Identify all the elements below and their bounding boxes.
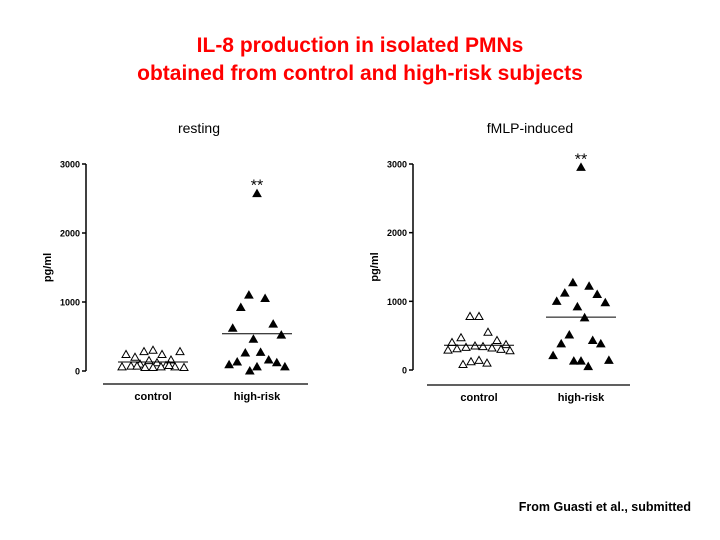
data-point-high-risk [584,281,594,290]
y-tick-label: 0 [75,367,80,377]
data-point-control [458,359,468,369]
y-axis-label: pg/ml [42,253,54,282]
title-line-2: obtained from control and high-risk subj… [137,62,583,85]
data-point-control [164,360,174,369]
data-point-high-risk [600,297,611,307]
title-line-1: IL-8 production in isolated PMNs [196,34,524,57]
data-point-high-risk [252,361,262,371]
data-point-control [474,355,484,364]
data-point-high-risk [592,289,603,298]
y-tick-label: 1000 [60,298,80,308]
data-point-control [175,346,185,356]
data-point-high-risk [244,365,255,375]
data-point-control [505,345,515,355]
data-point-control [465,311,475,320]
data-point-control [121,349,131,358]
citation: From Guasti et al., submitted [518,500,691,514]
significance-annotation: ** [575,151,587,168]
data-point-control [117,361,127,371]
data-point-high-risk [235,302,246,312]
data-point-high-risk [263,354,274,364]
x-tick-label: control [460,392,497,404]
significance-annotation: ** [251,178,263,195]
data-point-high-risk [260,293,270,303]
data-point-control [156,361,166,371]
y-tick-label: 3000 [387,160,407,170]
data-point-high-risk [224,359,234,369]
data-point-high-risk [576,162,586,171]
y-tick-label: 1000 [387,297,407,307]
data-point-high-risk [572,301,583,311]
x-tick-label: control [134,391,171,403]
data-point-high-risk [587,335,598,344]
y-axis-label: pg/ml [369,252,381,281]
y-tick-label: 2000 [60,229,80,239]
data-point-high-risk [604,355,614,364]
data-point-high-risk [568,356,579,365]
data-point-control [487,343,497,352]
data-point-control [130,352,140,361]
data-point-control [144,355,154,365]
data-point-high-risk [240,348,251,357]
data-point-high-risk [244,290,254,299]
data-point-control [139,346,149,356]
data-point-control [447,337,457,347]
x-tick-label: high-risk [558,392,605,404]
data-point-high-risk [595,338,606,348]
data-point-control [126,361,136,370]
data-point-control [474,311,484,320]
data-point-control [478,341,488,351]
data-point-control [157,349,167,358]
data-point-control [492,335,502,344]
data-point-high-risk [276,330,287,339]
data-point-control [140,362,150,372]
data-point-high-risk [248,334,259,343]
data-point-control [443,345,453,354]
x-tick-label: high-risk [234,391,281,403]
data-point-control [482,358,492,367]
data-point-control [501,339,511,349]
data-point-high-risk [559,288,570,297]
data-point-high-risk [271,357,282,367]
data-point-control [148,362,158,372]
data-point-control [456,332,466,342]
y-tick-label: 3000 [60,160,80,170]
data-point-high-risk [252,188,262,198]
data-point-high-risk [255,347,266,356]
slide-title: IL-8 production in isolated PMNs obtaine… [0,32,720,88]
data-point-high-risk [227,323,238,332]
data-point-high-risk [280,361,290,371]
data-point-high-risk [583,361,594,371]
y-tick-label: 0 [402,366,407,376]
data-point-high-risk [268,319,279,328]
data-point-control [452,343,462,353]
data-point-control [132,361,142,370]
data-point-control [461,342,471,351]
data-point-control [466,356,476,366]
data-point-high-risk [548,350,558,360]
data-point-control [483,327,493,336]
data-point-high-risk [564,329,575,339]
y-tick-label: 2000 [387,228,407,238]
data-point-control [496,344,506,353]
chart-title: resting [178,120,220,136]
data-point-control [179,362,189,372]
data-point-control [148,345,158,354]
data-point-high-risk [232,357,243,366]
chart-title: fMLP-induced [487,120,573,136]
data-point-high-risk [556,338,567,348]
data-point-high-risk [568,277,578,287]
data-point-high-risk [551,296,562,305]
data-point-high-risk [576,356,586,365]
